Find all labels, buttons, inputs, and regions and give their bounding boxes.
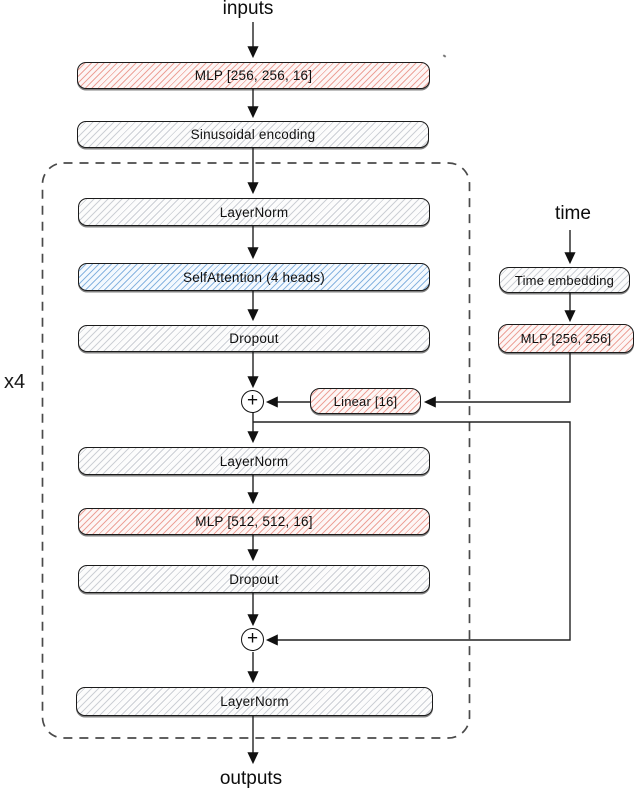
label-outputs: outputs (219, 768, 283, 789)
block-self-attention: SelfAttention (4 heads) (78, 263, 430, 291)
repeat-block-outline (41, 162, 471, 739)
add-operator-1: + (241, 390, 264, 413)
block-dropout-2: Dropout (78, 565, 430, 593)
block-time-mlp: MLP [256, 256] (498, 324, 634, 353)
block-layernorm-out: LayerNorm (76, 687, 433, 716)
block-layernorm-1: LayerNorm (78, 198, 430, 226)
block-sinusoidal-encoding: Sinusoidal encoding (77, 121, 429, 148)
block-input-mlp: MLP [256, 256, 16] (77, 62, 430, 89)
block-dropout-1: Dropout (78, 325, 430, 352)
add-operator-2: + (241, 628, 264, 651)
label-inputs: inputs (222, 0, 274, 19)
block-layernorm-2: LayerNorm (78, 447, 430, 475)
block-mlp-mid: MLP [512, 512, 16] (78, 508, 430, 535)
wire-skip-to-add2 (253, 421, 571, 646)
block-linear-skip: Linear [16] (310, 388, 421, 414)
label-time: time (555, 203, 591, 224)
wire-timemlp-to-linear (423, 353, 571, 408)
block-time-embedding: Time embedding (499, 267, 630, 293)
label-repeat-x4: x4 (4, 371, 26, 393)
